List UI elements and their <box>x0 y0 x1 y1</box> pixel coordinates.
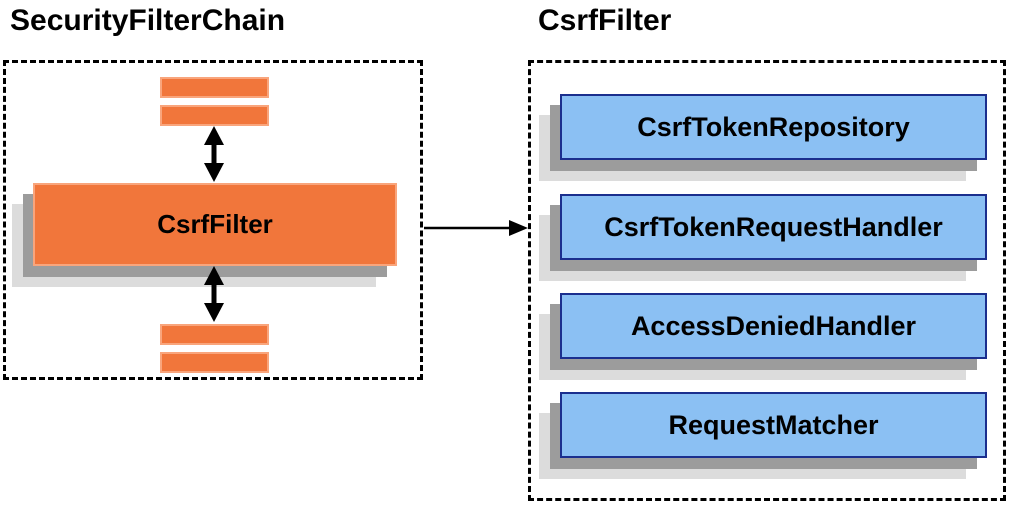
right-arrow-icon <box>424 220 528 236</box>
security-filter-chain-title: SecurityFilterChain <box>10 4 286 37</box>
csrf-filter-components-container <box>528 60 1006 501</box>
csrf-token-request-handler-box: CsrfTokenRequestHandler <box>560 194 987 260</box>
filter-bar-top-1 <box>160 77 269 98</box>
csrf-filter-box: CsrfFilter <box>33 183 397 266</box>
double-arrow-icon <box>204 126 224 182</box>
double-arrow-icon <box>204 266 224 322</box>
security-filter-chain-container <box>3 60 423 380</box>
csrf-filter-title: CsrfFilter <box>538 4 672 37</box>
request-matcher-box: RequestMatcher <box>560 392 987 458</box>
filter-bar-bottom-1 <box>160 324 269 345</box>
access-denied-handler-box: AccessDeniedHandler <box>560 293 987 359</box>
filter-bar-top-2 <box>160 105 269 126</box>
filter-bar-bottom-2 <box>160 352 269 373</box>
csrf-token-repository-box: CsrfTokenRepository <box>560 94 987 160</box>
